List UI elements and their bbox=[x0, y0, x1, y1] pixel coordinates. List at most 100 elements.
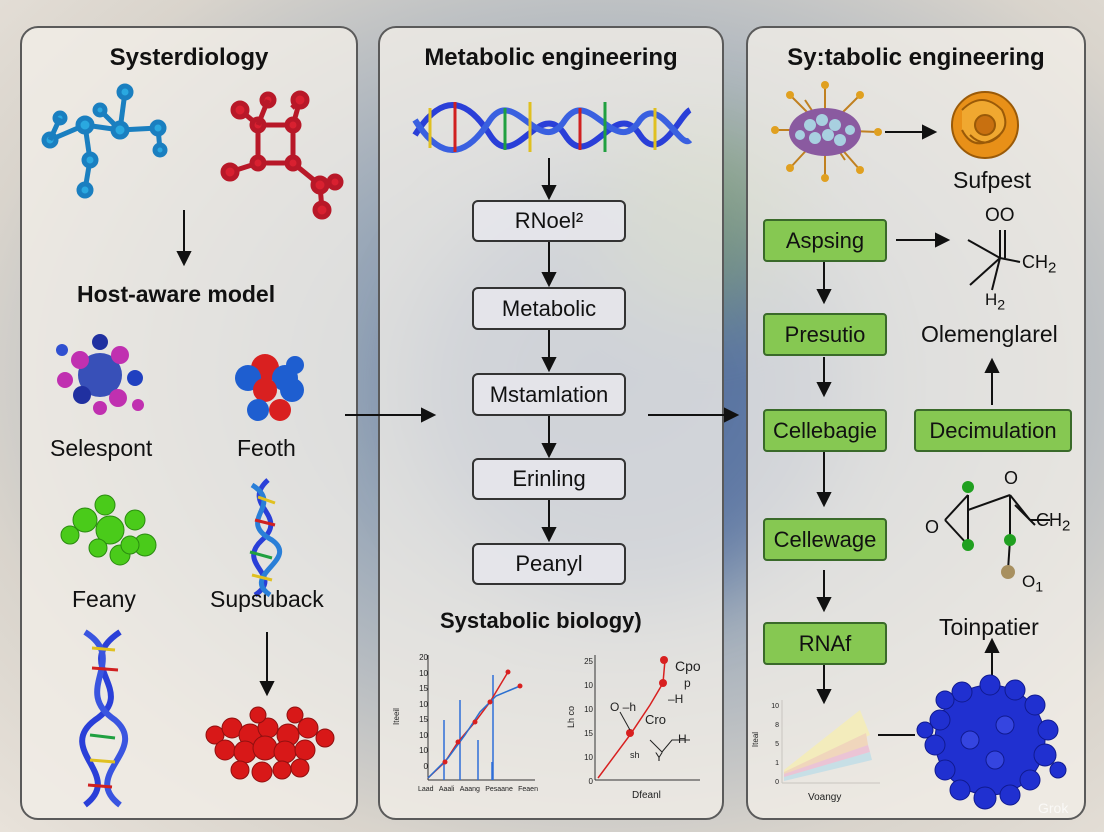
red-molecule-icon bbox=[220, 90, 344, 220]
tick-label: 10 bbox=[419, 746, 428, 755]
down-arrow-icon bbox=[176, 210, 192, 267]
tick-label: Aaali bbox=[438, 786, 455, 793]
tick-label: 25 bbox=[584, 657, 593, 666]
down-arrow-icon bbox=[816, 357, 832, 398]
box-erinling: Erinling bbox=[472, 458, 626, 500]
chart2-annotation: Y bbox=[655, 750, 664, 764]
chart1-y-ticks: 20 10 15 10 15 10 10 0 bbox=[408, 650, 428, 774]
chart-line-bars bbox=[427, 655, 535, 781]
tick-label: Pesaane bbox=[485, 786, 513, 793]
tick-label: 8 bbox=[775, 722, 779, 729]
chart3-y-label: Iteal bbox=[751, 731, 761, 748]
tick-label: 10 bbox=[584, 681, 593, 690]
tick-label: Feaen bbox=[518, 786, 538, 793]
chart-line bbox=[594, 655, 700, 781]
chart2-annotation: Cpo bbox=[675, 658, 701, 674]
tick-label: 0 bbox=[423, 761, 428, 771]
box-rnoel: RNoel² bbox=[472, 200, 626, 242]
label-supsuback: Supsuback bbox=[210, 586, 324, 612]
dna-icon bbox=[249, 478, 282, 598]
tick-label: 20 bbox=[419, 653, 428, 662]
label-feany: Feany bbox=[72, 586, 136, 612]
chem2-left: O bbox=[925, 517, 940, 537]
down-arrow-icon bbox=[541, 242, 557, 288]
tick-label: 10 bbox=[419, 699, 428, 709]
down-arrow-icon bbox=[541, 500, 557, 543]
label-feoth: Feoth bbox=[237, 435, 296, 461]
chem2-bottom-sub: 1 bbox=[1035, 579, 1044, 596]
tick-label: Laad bbox=[418, 786, 434, 793]
protein-cluster-icon bbox=[56, 334, 144, 415]
chem1-bottom-sub: 2 bbox=[997, 297, 1006, 314]
tick-label: 0 bbox=[775, 779, 779, 786]
right-arrow-icon bbox=[896, 232, 951, 248]
box-metabolic: Metabolic bbox=[472, 287, 626, 330]
chart2-annotation: p bbox=[684, 676, 691, 690]
tick-label: 15 bbox=[584, 729, 593, 738]
dna-helix-icon bbox=[412, 102, 693, 153]
down-arrow-icon bbox=[816, 262, 832, 305]
down-arrow-icon bbox=[816, 665, 832, 705]
right-arrow-icon bbox=[648, 407, 740, 423]
chart3-y-ticks: 10 8 5 1 0 bbox=[765, 697, 779, 792]
chart2-x-label: Dfeanl bbox=[632, 790, 661, 801]
chem2-bottom-text: O bbox=[1022, 572, 1036, 591]
down-arrow-icon bbox=[541, 158, 557, 201]
middle-panel-title: Metabolic engineering bbox=[424, 44, 678, 71]
chem2-bottom: O1 bbox=[1022, 572, 1043, 595]
middle-panel: Metabolic engineering bbox=[378, 26, 724, 820]
green-box-decimulation: Decimulation bbox=[914, 409, 1072, 452]
tick-label: 0 bbox=[588, 777, 593, 786]
chem1-bottom-text: H bbox=[985, 290, 998, 309]
protein-aggregate-icon bbox=[916, 674, 1067, 810]
left-panel-title: Systerdiology bbox=[109, 44, 269, 71]
chart2-annotation: –H bbox=[668, 692, 684, 706]
green-box-cellewage: Cellewage bbox=[763, 518, 887, 561]
chem1-right: CH2 bbox=[1022, 252, 1056, 277]
atom-cluster-icon bbox=[235, 354, 304, 421]
tick-label: 1 bbox=[775, 760, 779, 767]
chemical-structure-icon bbox=[967, 230, 1021, 291]
chart3-x-label: Voangy bbox=[808, 792, 842, 803]
chart2-y-ticks: 25 10 10 15 10 0 bbox=[575, 650, 593, 794]
tick-label: 10 bbox=[419, 668, 428, 678]
box-peanyl: Peanyl bbox=[472, 543, 626, 585]
down-arrow-icon bbox=[816, 570, 832, 613]
right-panel-title: Sy:tabolic engineering bbox=[787, 44, 1045, 71]
chem1-top: OO bbox=[985, 205, 1015, 226]
tick-label: 15 bbox=[419, 715, 428, 724]
tick-label: Aaang bbox=[459, 786, 480, 793]
nanoparticle-icon bbox=[771, 81, 882, 182]
chart2-annotation: Cro bbox=[645, 712, 666, 727]
tick-label: 5 bbox=[775, 741, 779, 748]
systabolic-biology-heading: Systabolic biology) bbox=[440, 608, 642, 633]
watermark-logo: Grok bbox=[1038, 800, 1069, 816]
down-arrow-icon bbox=[541, 330, 557, 373]
chem2-right: CH2 bbox=[1036, 510, 1070, 535]
green-box-presutio: Presutio bbox=[763, 313, 887, 356]
chem2-right-sub: 2 bbox=[1062, 517, 1071, 535]
label-selespont: Selespont bbox=[50, 435, 153, 461]
chem1-right-sub: 2 bbox=[1048, 259, 1057, 277]
tick-label: 15 bbox=[419, 684, 428, 693]
label-sufpest: Sufpest bbox=[953, 167, 1031, 193]
green-box-aspsing: Aspsing bbox=[763, 219, 887, 262]
dna-icon bbox=[79, 629, 129, 808]
chem2-top: O bbox=[1004, 468, 1019, 488]
tick-label: 10 bbox=[584, 753, 593, 762]
tick-label: 10 bbox=[771, 703, 779, 710]
protein-structure-icon bbox=[951, 91, 1019, 159]
chemical-structure-icon bbox=[944, 494, 1050, 571]
chem1-bottom: H2 bbox=[985, 290, 1005, 313]
chart2-annotation: O –h bbox=[610, 700, 637, 714]
down-arrow-icon bbox=[816, 452, 832, 508]
down-arrow-icon bbox=[259, 632, 275, 697]
atom-icon bbox=[962, 481, 1016, 579]
host-aware-model-heading: Host-aware model bbox=[77, 281, 276, 307]
right-arrow-icon bbox=[885, 124, 938, 140]
chem2-right-text: CH bbox=[1036, 510, 1062, 530]
green-box-rnaf: RNAf bbox=[763, 622, 887, 665]
chart1-x-labels: Laad Aaali Aaang Pesaane Feaen bbox=[418, 786, 538, 793]
green-molecule-icon bbox=[60, 494, 157, 566]
